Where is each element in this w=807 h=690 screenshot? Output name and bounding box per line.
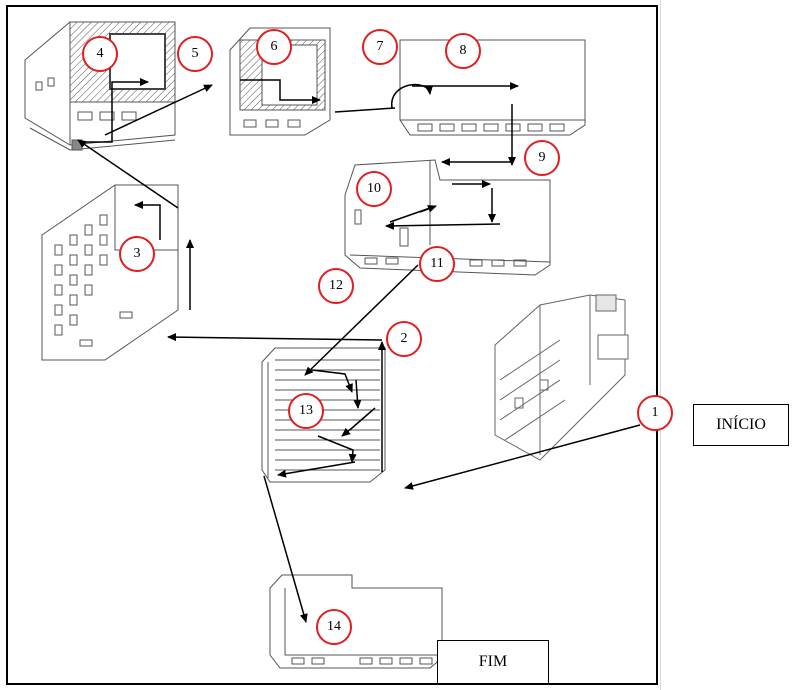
step-marker-13: 13 — [288, 393, 324, 429]
start-label: INÍCIO — [693, 404, 789, 446]
arrow-13-d — [317, 435, 357, 463]
step-marker-3: 3 — [119, 236, 155, 272]
step-marker-1: 1 — [637, 395, 673, 431]
step-marker-6: 6 — [256, 29, 292, 65]
step-marker-8: 8 — [445, 33, 481, 69]
route-arrows — [77, 78, 641, 623]
arrow-7-loop — [391, 83, 433, 109]
arrow-13-a — [311, 369, 353, 393]
step-marker-12: 12 — [318, 268, 354, 304]
step-marker-9: 9 — [524, 140, 560, 176]
arrow-10-back — [385, 221, 501, 230]
building-top-left — [24, 21, 176, 151]
arrow-13-e — [277, 461, 356, 478]
building13-stripes — [275, 359, 380, 471]
building3-windows — [54, 214, 108, 336]
arrow-to-10-b — [419, 205, 437, 213]
side-divider — [660, 0, 661, 690]
end-label: FIM — [437, 640, 549, 684]
step-marker-7: 7 — [362, 29, 398, 65]
arrow-1-to-13 — [404, 424, 641, 490]
building-step1 — [494, 294, 629, 461]
building-steps-9-12 — [344, 159, 551, 276]
building-step14 — [269, 574, 443, 669]
arrow-4-inner — [80, 78, 149, 143]
step-marker-10: 10 — [356, 171, 392, 207]
building-step3 — [41, 184, 179, 361]
arrow-6-to-7 — [334, 107, 396, 113]
arrow-13-c — [341, 407, 376, 437]
step-marker-2: 2 — [386, 321, 422, 357]
arrow-13-b — [353, 379, 362, 409]
arrow-11-to-13 — [304, 264, 419, 376]
step-marker-14: 14 — [316, 609, 352, 645]
step-marker-11: 11 — [419, 246, 455, 282]
arrow-3-to-4 — [77, 139, 179, 209]
arrow-4-to-5 — [104, 84, 213, 136]
step-marker-5: 5 — [177, 36, 213, 72]
building-step8 — [399, 39, 586, 136]
arrow-6-inner — [240, 79, 321, 104]
arrow-2-to-3 — [167, 333, 383, 342]
step-marker-4: 4 — [82, 36, 118, 72]
arrow-3-inner — [134, 201, 161, 240]
arrow-13-to-14 — [263, 475, 308, 623]
diagram-frame — [6, 5, 658, 685]
